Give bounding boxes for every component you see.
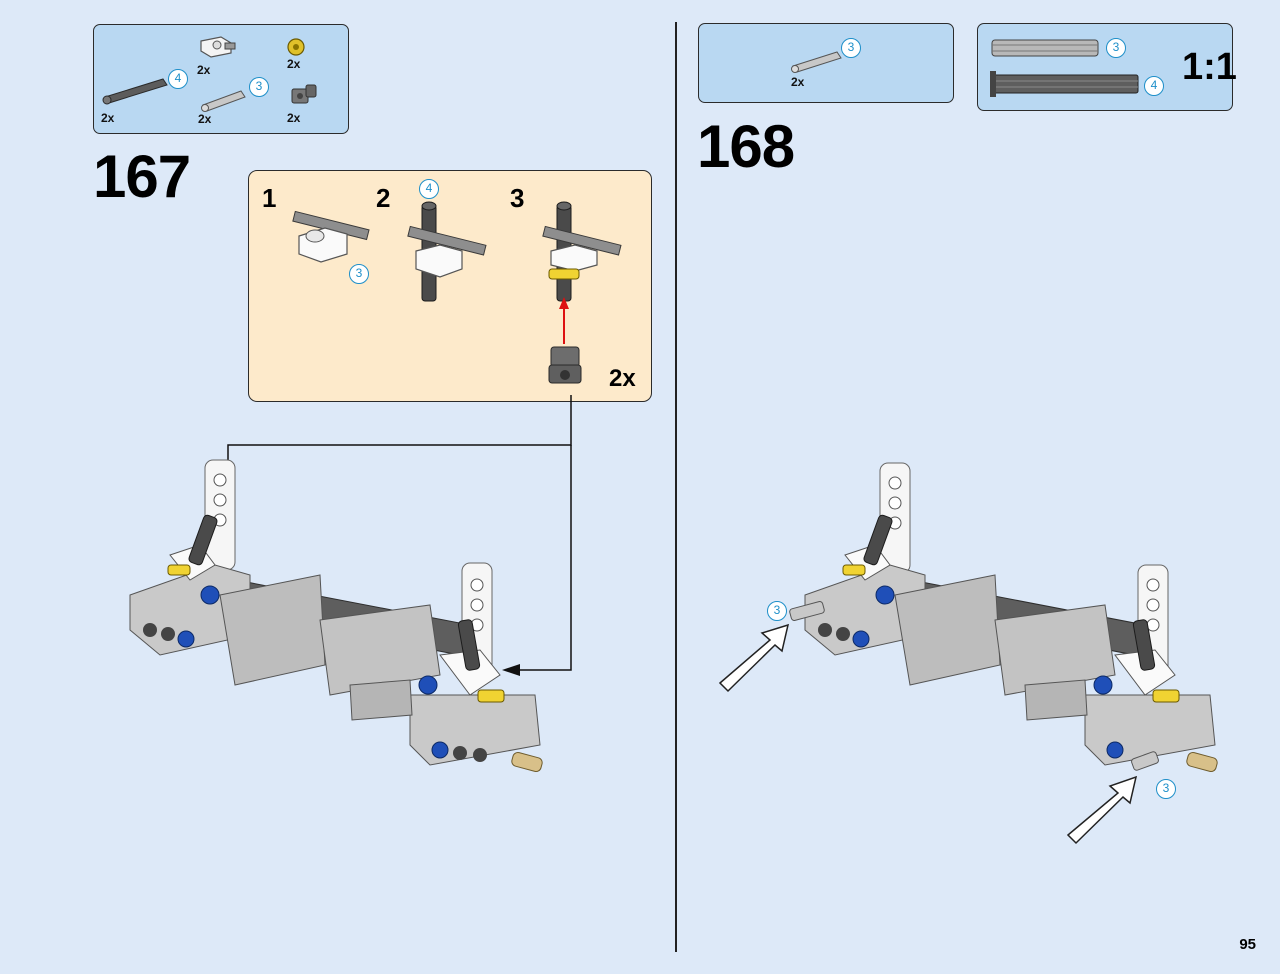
- parts-list-step-167: 2x 2x 4 2x 3 2x 2x: [93, 24, 349, 134]
- joint-dark-grey-part-icon: [291, 84, 317, 104]
- step-number-168: 168: [697, 113, 795, 180]
- length-callout: 3: [1106, 38, 1126, 58]
- axle-light-grey-part-icon: [201, 90, 246, 112]
- axle-dark-grey-part-icon: [102, 78, 168, 105]
- step-168-model-illustration: [718, 462, 1218, 845]
- sub-assembly-box: 1 2 3 3 4 2x: [248, 170, 652, 402]
- step-number-167: 167: [93, 143, 191, 210]
- part-qty: 2x: [287, 57, 301, 71]
- part-qty: 2x: [198, 112, 212, 126]
- parts-list-step-168: 3 2x: [698, 23, 954, 103]
- axle-3-scale-icon: [991, 39, 1099, 57]
- bush-yellow-part-icon: [287, 38, 305, 56]
- page-number: 95: [1239, 936, 1256, 953]
- length-callout: 3: [841, 38, 861, 58]
- substep-number: 1: [262, 183, 277, 213]
- part-qty: 2x: [287, 111, 301, 125]
- multiplier-label: 2x: [609, 365, 636, 392]
- part-qty: 2x: [101, 111, 115, 125]
- substep-number: 3: [510, 183, 525, 213]
- scale-box: 3 4 1:1: [977, 23, 1237, 111]
- axle-light-grey-part-icon: [791, 51, 842, 73]
- length-callout: 4: [168, 69, 188, 89]
- step-167-model-illustration: [129, 395, 572, 773]
- substep-number: 2: [376, 183, 391, 213]
- length-callout: 3: [1156, 779, 1176, 799]
- length-callout: 3: [767, 601, 787, 621]
- page-divider: [675, 22, 677, 952]
- substep-2-assembly-icon: [407, 201, 487, 302]
- scale-label: 1:1: [1182, 46, 1237, 88]
- length-callout: 3: [349, 264, 369, 284]
- length-callout: 4: [419, 179, 439, 199]
- length-callout: 3: [249, 77, 269, 97]
- part-qty: 2x: [197, 63, 211, 77]
- axle-4-scale-icon: [990, 71, 1139, 97]
- connector-white-part-icon: [200, 36, 236, 58]
- substep-1-assembly-icon: [292, 210, 370, 263]
- length-callout: 4: [1144, 76, 1164, 96]
- substep-3-assembly-icon: [542, 201, 622, 384]
- part-qty: 2x: [791, 75, 805, 89]
